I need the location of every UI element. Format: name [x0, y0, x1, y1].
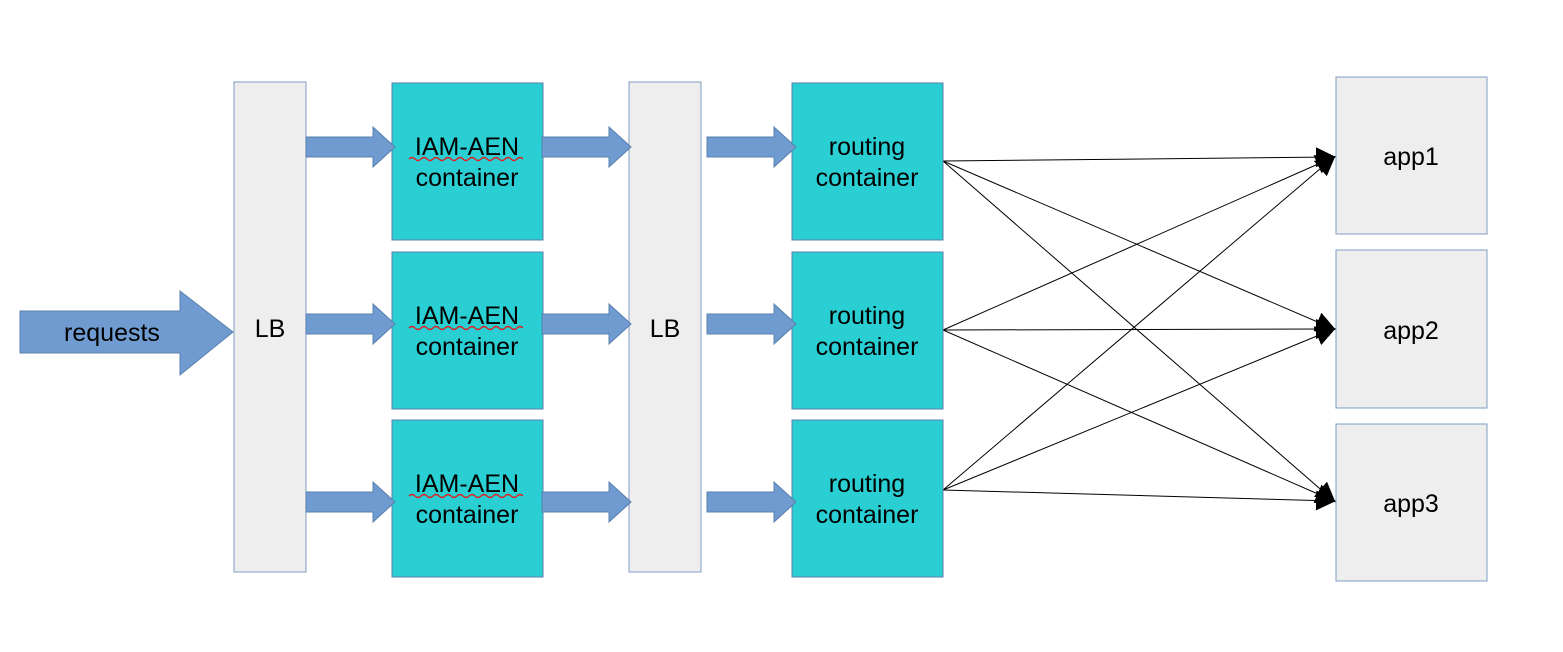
lb-to-iam-arrow-3 — [305, 480, 396, 524]
flow-arrows — [305, 125, 797, 524]
requests-arrow: requests — [19, 289, 234, 377]
load-balancer-1-label: LB — [255, 315, 286, 343]
iam-container-2-line1: IAM-AEN — [415, 302, 519, 330]
routing-container-1: routing container — [791, 82, 944, 241]
connection-routing-2-to-app-2 — [942, 319, 1336, 340]
connection-routing-1-to-app-2 — [942, 160, 1336, 332]
routing-container-3: routing container — [791, 419, 944, 578]
routing-container-3-line2: container — [816, 501, 919, 529]
lb-to-routing-arrow-1 — [706, 125, 797, 169]
iam-container-1-line2: container — [416, 164, 519, 192]
iam-container-3-line1: IAM-AEN — [415, 470, 519, 498]
lb-to-routing-arrow-3 — [706, 480, 797, 524]
iam-container-1: IAM-AEN container — [391, 82, 544, 241]
connection-routing-1-to-app-1 — [942, 147, 1336, 168]
connection-routing-3-to-app-2 — [942, 326, 1336, 491]
connection-routing-1-to-app-3 — [942, 160, 1336, 503]
routing-container-2-line1: routing — [829, 302, 905, 330]
iam-container-2-line2: container — [416, 333, 519, 361]
iam-to-lb-arrow-3 — [541, 480, 632, 524]
lb-to-iam-arrow-1 — [305, 125, 396, 169]
connection-routing-2-to-app-1 — [942, 155, 1336, 331]
app-box-2: app2 — [1335, 249, 1488, 409]
app-box-3: app3 — [1335, 423, 1488, 582]
lb-to-routing-arrow-2 — [706, 302, 797, 346]
load-balancer-2-label: LB — [650, 315, 681, 343]
iam-container-1-line1: IAM-AEN — [415, 133, 519, 161]
iam-container-3-line2: container — [416, 501, 519, 529]
load-balancer-1: LB — [233, 81, 307, 573]
requests-arrow-shape — [19, 289, 234, 377]
routing-container-1-line2: container — [816, 164, 919, 192]
iam-to-lb-arrow-1 — [541, 125, 632, 169]
connection-routing-3-to-app-1 — [942, 155, 1336, 491]
routing-to-app-connections — [942, 147, 1336, 511]
iam-to-lb-arrow-2 — [541, 302, 632, 346]
load-balancer-2: LB — [628, 81, 702, 573]
app-box-3-label: app3 — [1383, 490, 1439, 518]
lb-to-iam-arrow-2 — [305, 302, 396, 346]
iam-container-2: IAM-AEN container — [391, 251, 544, 410]
routing-container-1-line1: routing — [829, 133, 905, 161]
routing-container-3-line1: routing — [829, 470, 905, 498]
connection-routing-2-to-app-3 — [942, 329, 1336, 503]
iam-container-3: IAM-AEN container — [391, 419, 544, 578]
app-box-2-label: app2 — [1383, 317, 1439, 345]
routing-container-2-line2: container — [816, 333, 919, 361]
routing-container-2: routing container — [791, 251, 944, 410]
connection-routing-3-to-app-3 — [942, 489, 1336, 511]
requests-label: requests — [64, 319, 160, 347]
app-box-1: app1 — [1335, 76, 1488, 235]
app-box-1-label: app1 — [1383, 143, 1439, 171]
